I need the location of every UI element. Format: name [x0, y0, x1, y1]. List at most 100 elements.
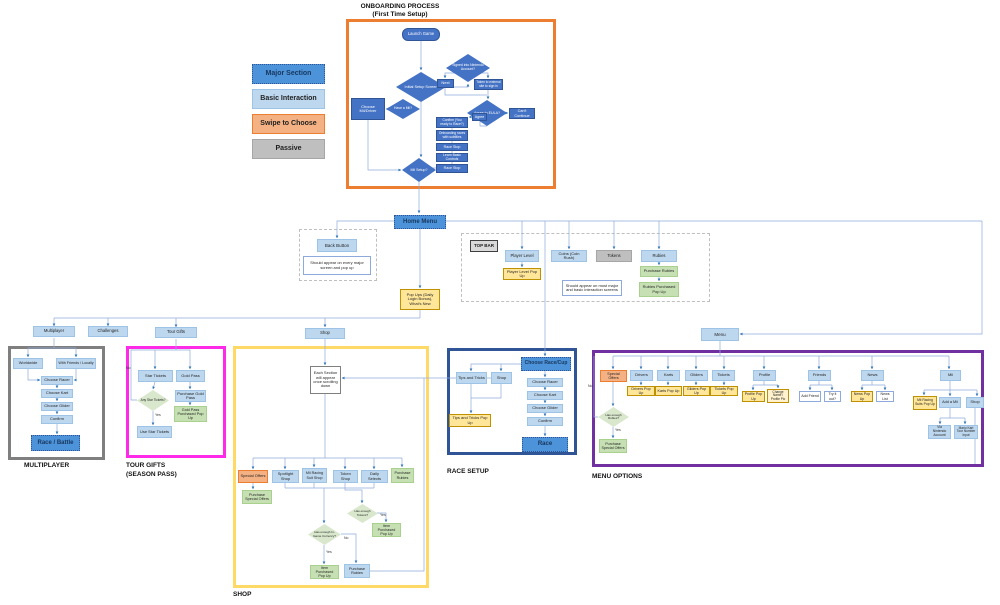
back-button-group [299, 229, 377, 281]
menu-options-container [592, 350, 984, 467]
node-news-popup: News Pop Up [851, 391, 873, 402]
node-race-battle: Race / Battle [31, 435, 80, 451]
decision-enough-tokens: Has enough Tokens? [347, 504, 378, 523]
label-shop-no: No [344, 536, 349, 540]
label-shop-yes-1: Yes [380, 513, 386, 517]
node-external-site: Taken to external site to sign in [474, 79, 503, 90]
node-news: News [861, 370, 884, 381]
node-drivers: Drivers [630, 370, 653, 381]
node-rubies-purchased-popup: Rubies Purchased Pop Up [639, 282, 679, 297]
top-bar-group [461, 233, 710, 302]
node-spotlight-shop: Spotlight Shop [272, 470, 299, 483]
node-via-nintendo-account: Via Nintendo Account [928, 425, 951, 439]
node-gold-pass-popup: Gold Pass Purchased Pop Up [174, 406, 207, 422]
node-next: Next [437, 79, 454, 88]
node-coins: Coins (Coin Rush) [551, 250, 587, 262]
node-race: Race [522, 437, 568, 452]
multiplayer-label: MULTIPLAYER [24, 462, 70, 469]
decision-enough-rubies: Has enough Rubies? [598, 407, 629, 427]
node-tips-tricks-popup: Tips and Tricks Pop Up [449, 414, 491, 427]
legend-basic-interaction: Basic Interaction [252, 89, 325, 109]
node-choose-race-cup: Choose Race/Cup [521, 357, 571, 371]
node-profile-popup: Profile Pop Up [742, 391, 765, 402]
node-mii-suits-popup: Mii Racing Suits Pop Up [913, 396, 937, 410]
decision-have-mii: Have a Mii? [386, 99, 420, 119]
legend-major-section: Major Section [252, 64, 325, 84]
node-worldwide: Worldwide [13, 358, 43, 369]
node-add-friend: Add Friend [799, 391, 821, 402]
node-learn-basic-controls: Learn Basic Controls [436, 153, 468, 162]
menu-options-label: MENU OPTIONS [592, 473, 643, 480]
node-add-a-mii: Add a Mii [939, 397, 961, 408]
node-tokens: Tokens [596, 250, 632, 262]
node-mii-shop: Shop [966, 397, 984, 408]
node-mp-choose-racer: Choose Racer [41, 376, 73, 385]
node-drivers-popup: Drivers Pop Up [627, 386, 655, 396]
node-item-purchased-popup-2: Item Purchased Pop Up [310, 565, 339, 579]
node-mii-racing-suit-shop: Mii Racing Suit Shop [302, 468, 327, 483]
legend-passive: Passive [252, 139, 325, 159]
node-launch-game: Launch Game [402, 28, 440, 41]
node-purchase-rubies: Purchase Rubies [640, 266, 678, 277]
onboarding-subtitle: (First Time Setup) [372, 11, 428, 18]
node-use-star-tickets: Use Star Tickets [137, 426, 172, 438]
label-mo-yes: Yes [615, 428, 621, 432]
node-race-stop-1: Race Stop [436, 143, 468, 151]
label-agree: Agree [472, 113, 487, 121]
nav-tour-gifts: Tour Gifts [155, 327, 197, 338]
node-karts-popup: Karts Pop Up [655, 386, 682, 396]
node-shop-special-offers: Special Offers [238, 470, 268, 483]
node-friends: Friends [808, 370, 831, 381]
nav-challenges: Challenges [88, 326, 128, 337]
node-try-it-out: Try it out? [824, 391, 841, 402]
node-rs-shop: Shop [491, 372, 512, 384]
nav-shop: Shop [305, 328, 345, 339]
node-mo-special-offers: Special Offers [600, 370, 627, 382]
tour-gifts-label-1: TOUR GIFTS [126, 462, 166, 469]
node-confirm-race-ready: Confirm (You ready to Race?) [436, 117, 468, 128]
node-karts: Karts [657, 370, 680, 381]
node-change-name: Change Name / Profile Pic [767, 389, 789, 403]
legend-swipe-to-choose: Swipe to Choose [252, 114, 325, 134]
multiplayer-container [8, 346, 105, 460]
decision-enough-currency: Has enough In-Game Currency? [308, 524, 341, 545]
node-rubies: Rubies [641, 250, 677, 262]
tour-gifts-label-2: (SEASON PASS) [126, 471, 177, 478]
node-rs-confirm: Confirm [527, 417, 563, 426]
node-daily-selects: Daily Selects [361, 470, 388, 483]
node-shop-purchase-rubies-2: Purchase Rubies [344, 564, 370, 578]
node-cant-continue: Can't Continue [509, 108, 535, 119]
node-purchase-gold-pass: Purchase Gold Pass [175, 390, 206, 402]
shop-label: SHOP [233, 591, 252, 598]
node-home-menu: Home Menu [394, 215, 446, 229]
node-rs-choose-glider: Choose Glider [527, 404, 563, 413]
node-race-stop-2: Race Stop [436, 164, 468, 173]
node-star-tickets: Star Tickets [138, 370, 173, 382]
race-setup-label: RACE SETUP [447, 468, 489, 475]
node-player-level: Player Level [505, 250, 539, 262]
onboarding-container [346, 19, 556, 189]
node-tickets-popup: Tickets Pop Up [710, 386, 738, 396]
node-mp-confirm: Confirm [41, 415, 73, 424]
node-mp-choose-glider: Choose Glider [41, 402, 73, 411]
decision-any-star-tickets: Any Star Tickets? [137, 390, 169, 411]
node-rs-choose-racer: Choose Racer [527, 378, 563, 387]
label-shop-yes-2: Yes [326, 550, 332, 554]
onboarding-title: ONBOARDING PROCESS [360, 3, 440, 10]
node-gliders: Gliders [685, 370, 708, 381]
note-back-button: Should appear on every major screen and … [303, 256, 371, 275]
node-back-button: Back Button [317, 239, 357, 252]
nav-menu: Menu [701, 328, 739, 341]
nav-multiplayer: Multiplayer [33, 326, 75, 337]
node-mo-purchase-special: Purchase Special Offers [599, 439, 627, 453]
node-profile: Profile [753, 370, 776, 381]
label-mo-no: No [588, 384, 593, 388]
node-player-level-popup: Player Level Pop Up [503, 268, 541, 280]
note-top-bar: Should appear on most major and basic in… [562, 280, 622, 296]
label-tg-no: No [126, 366, 131, 370]
node-shop-purchase-rubies: Purchase Rubies [391, 468, 414, 483]
node-gliders-popup: Gliders Pop Up [683, 386, 710, 396]
node-onboarding-races: Onboarding races with subtitles [436, 130, 468, 141]
